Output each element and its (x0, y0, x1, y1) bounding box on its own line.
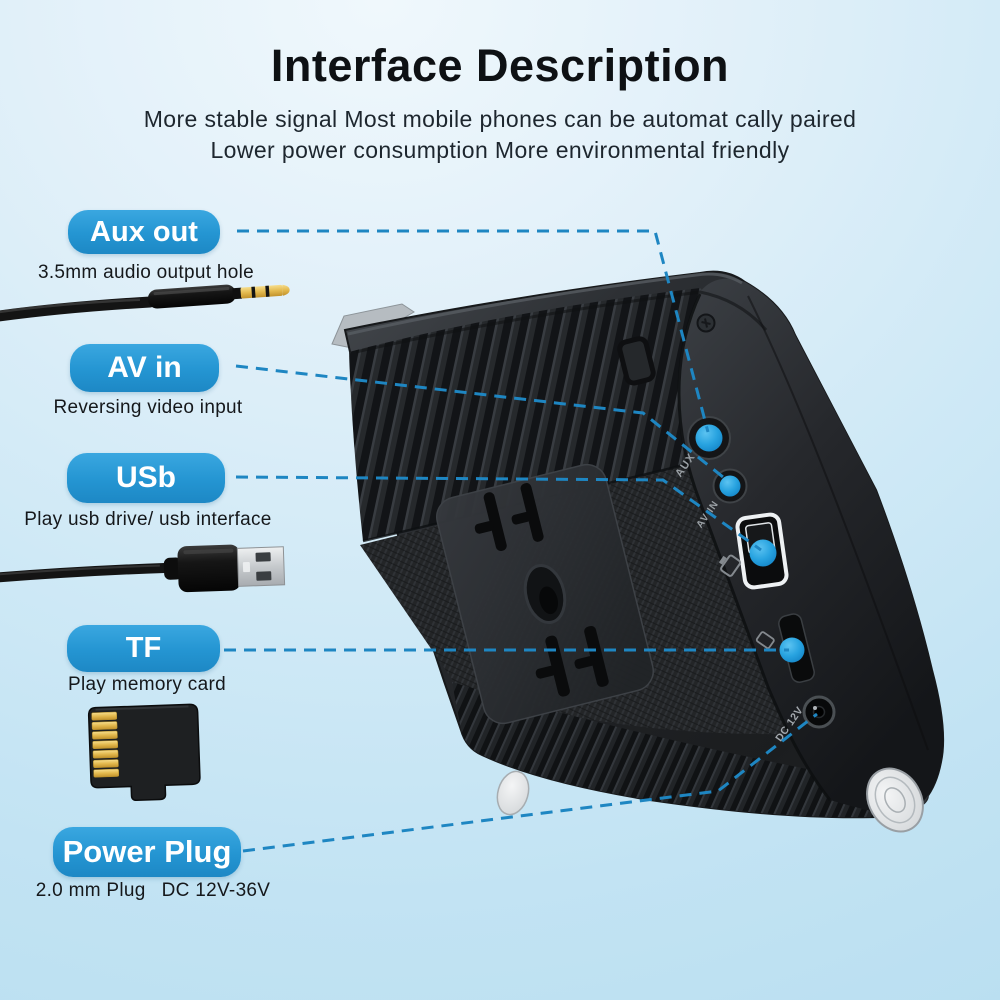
page-title: Interface Description (270, 40, 730, 91)
tf-card-pins (91, 711, 120, 778)
mount-hole (617, 336, 656, 386)
subtitle-line-1: More stable signal Most mobile phones ca… (143, 106, 857, 132)
power-plug-caption: 2.0 mm Plug DC 12V-36V (27, 880, 279, 902)
device-back-view: AUX AV IN (331, 270, 945, 833)
av-in-badge: AV in (70, 344, 219, 392)
foot-pad-right (866, 767, 924, 833)
tf-icon (755, 631, 775, 650)
av-in-callout-line (235, 364, 729, 483)
power-callout-line (242, 712, 818, 853)
screw (696, 313, 716, 333)
audio-jack-image (0, 284, 290, 323)
aux-out-caption: 3.5mm audio output hole (37, 262, 255, 283)
usb-port (718, 512, 789, 590)
mount-plate (436, 463, 654, 725)
usb-callout-line (235, 475, 762, 552)
speaker-hole (523, 563, 567, 625)
top-edge-highlight (347, 272, 743, 336)
mount-slot-pair-upper (474, 483, 544, 552)
tf-caption: Play memory card (68, 674, 226, 695)
power-plug-size: 2.0 mm Plug (35, 880, 146, 901)
tf-badge: TF (67, 625, 220, 672)
side-edge-seam (747, 295, 929, 751)
foot-pad-left (496, 770, 530, 816)
av-in-caption: Reversing video input (53, 397, 243, 418)
rib-texture-top (349, 288, 772, 541)
rib-texture-bottom (452, 682, 929, 818)
power-plug-voltage: DC 12V-36V (161, 880, 271, 901)
power-plug-badge: Power Plug (53, 827, 241, 877)
usb-icon (718, 554, 742, 577)
subtitle-line-2: Lower power consumption More environment… (210, 137, 790, 163)
usb-badge: USb (67, 453, 225, 503)
tf-card-image (87, 703, 201, 802)
usb-caption: Play usb drive/ usb interface (24, 509, 272, 530)
usb-plug-image (0, 544, 286, 593)
top-bevel-shadow (355, 290, 768, 354)
aux-out-badge: Aux out (68, 210, 220, 254)
port-panel (678, 278, 944, 817)
